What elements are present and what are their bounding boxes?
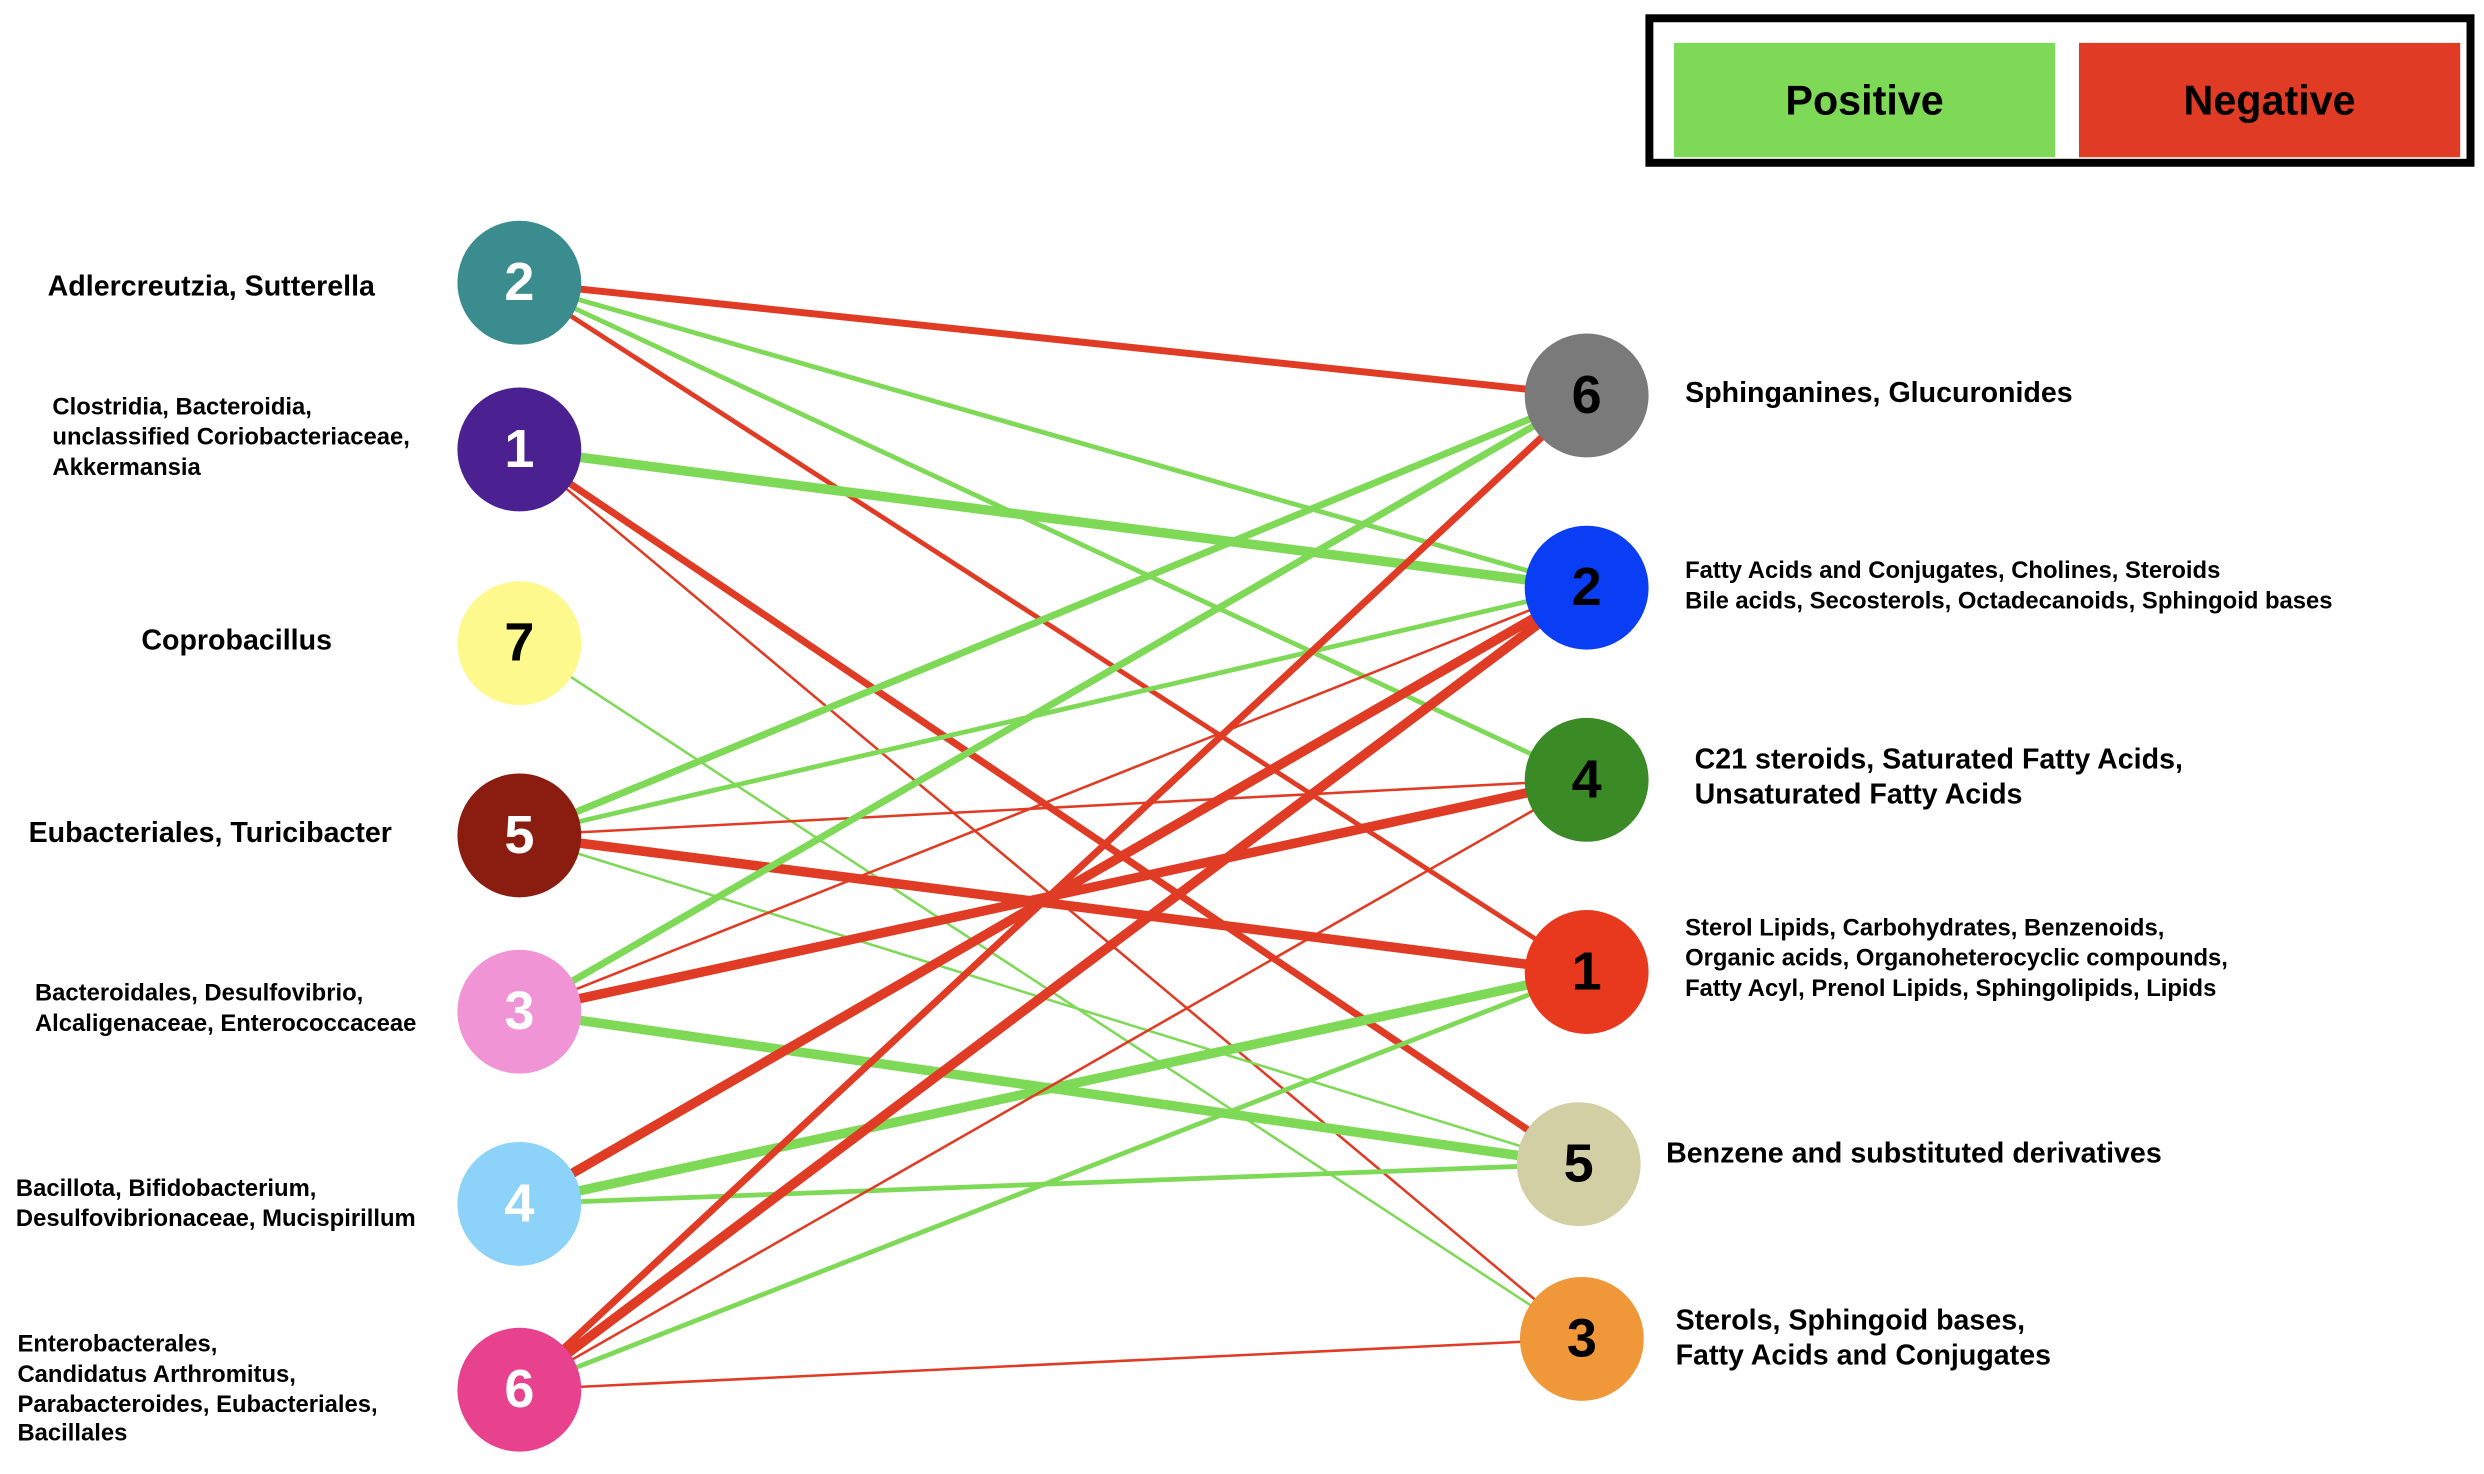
right-node-2-number: 2 bbox=[1571, 556, 1602, 618]
left-node-7-number: 7 bbox=[504, 612, 535, 673]
edge-L6-R4 bbox=[518, 778, 1588, 1391]
left-node-4-number: 4 bbox=[504, 1172, 535, 1234]
right-node-1-label: Sterol Lipids, Carbohydrates, Benzenoids… bbox=[1685, 914, 2228, 1002]
right-node-2: 2 bbox=[1524, 525, 1649, 650]
right-node-3: 3 bbox=[1519, 1276, 1644, 1401]
edge-L5-R5 bbox=[518, 834, 1580, 1166]
left-node-6-label: Enterobacterales, Candidatus Arthromitus… bbox=[17, 1330, 378, 1448]
left-node-6: 6 bbox=[457, 1327, 582, 1452]
edge-L5-R4 bbox=[518, 778, 1588, 837]
edge-L3-R2 bbox=[518, 586, 1588, 1013]
left-node-2-number: 2 bbox=[504, 251, 535, 313]
legend-negative: Negative bbox=[2079, 42, 2461, 158]
edge-L5-R1 bbox=[514, 830, 1592, 977]
right-node-5: 5 bbox=[1516, 1102, 1641, 1227]
left-node-5-number: 5 bbox=[504, 804, 535, 865]
right-node-2-label: Fatty Acids and Conjugates, Cholines, St… bbox=[1685, 557, 2333, 615]
right-node-3-number: 3 bbox=[1566, 1307, 1597, 1369]
right-node-6-number: 6 bbox=[1571, 364, 1602, 425]
right-node-1: 1 bbox=[1524, 910, 1649, 1034]
edge-L2-R1 bbox=[516, 280, 1590, 975]
right-node-1-number: 1 bbox=[1571, 941, 1602, 1002]
left-node-4: 4 bbox=[457, 1141, 582, 1266]
edge-L3-R6 bbox=[515, 391, 1591, 1016]
edge-L2-R4 bbox=[516, 280, 1590, 783]
edge-L5-R2 bbox=[516, 585, 1590, 838]
left-node-1: 1 bbox=[457, 387, 582, 512]
left-node-3: 3 bbox=[457, 949, 582, 1074]
left-node-3-number: 3 bbox=[504, 980, 535, 1042]
left-node-1-number: 1 bbox=[504, 418, 535, 479]
edge-L1-R2 bbox=[514, 444, 1592, 593]
edge-L6-R3 bbox=[518, 1337, 1584, 1391]
edge-L2-R6 bbox=[515, 279, 1591, 399]
left-node-2: 2 bbox=[457, 220, 582, 345]
edge-L6-R2 bbox=[514, 582, 1592, 1395]
left-node-3-label: Bacteroidales, Desulfovibrio, Alcaligena… bbox=[34, 979, 417, 1037]
right-node-5-number: 5 bbox=[1563, 1133, 1594, 1194]
edge-L2-R2 bbox=[516, 280, 1590, 591]
left-node-7: 7 bbox=[457, 581, 582, 706]
right-node-4-label: C21 steroids, Saturated Fatty Acids, Uns… bbox=[1694, 743, 2183, 810]
legend: Positive Negative bbox=[1645, 14, 2475, 167]
right-node-3-label: Sterols, Sphingoid bases, Fatty Acids an… bbox=[1675, 1303, 2052, 1371]
right-node-6-label: Sphinganines, Glucuronides bbox=[1685, 376, 2073, 409]
left-node-1-label: Clostridia, Bacteroidia, unclassified Co… bbox=[52, 393, 410, 481]
left-node-5-label: Eubacteriales, Turicibacter bbox=[28, 816, 392, 849]
legend-positive: Positive bbox=[1674, 42, 2056, 158]
edge-L6-R6 bbox=[515, 391, 1591, 1394]
left-node-7-label: Coprobacillus bbox=[141, 624, 332, 656]
legend-negative-label: Negative bbox=[2183, 75, 2356, 124]
right-node-5-label: Benzene and substituted derivatives bbox=[1666, 1137, 2162, 1169]
edge-L6-R1 bbox=[516, 969, 1590, 1393]
right-node-4: 4 bbox=[1524, 717, 1649, 842]
right-node-6: 6 bbox=[1524, 333, 1649, 458]
left-node-6-number: 6 bbox=[504, 1358, 535, 1420]
left-node-4-label: Bacillota, Bifidobacterium, Desulfovibri… bbox=[15, 1175, 416, 1233]
right-node-4-number: 4 bbox=[1571, 748, 1602, 810]
left-node-2-label: Adlercreutzia, Sutterella bbox=[47, 270, 375, 302]
legend-positive-label: Positive bbox=[1785, 75, 1944, 124]
edge-L5-R6 bbox=[515, 391, 1591, 839]
left-node-5: 5 bbox=[457, 773, 582, 898]
edge-L4-R1 bbox=[514, 967, 1592, 1209]
